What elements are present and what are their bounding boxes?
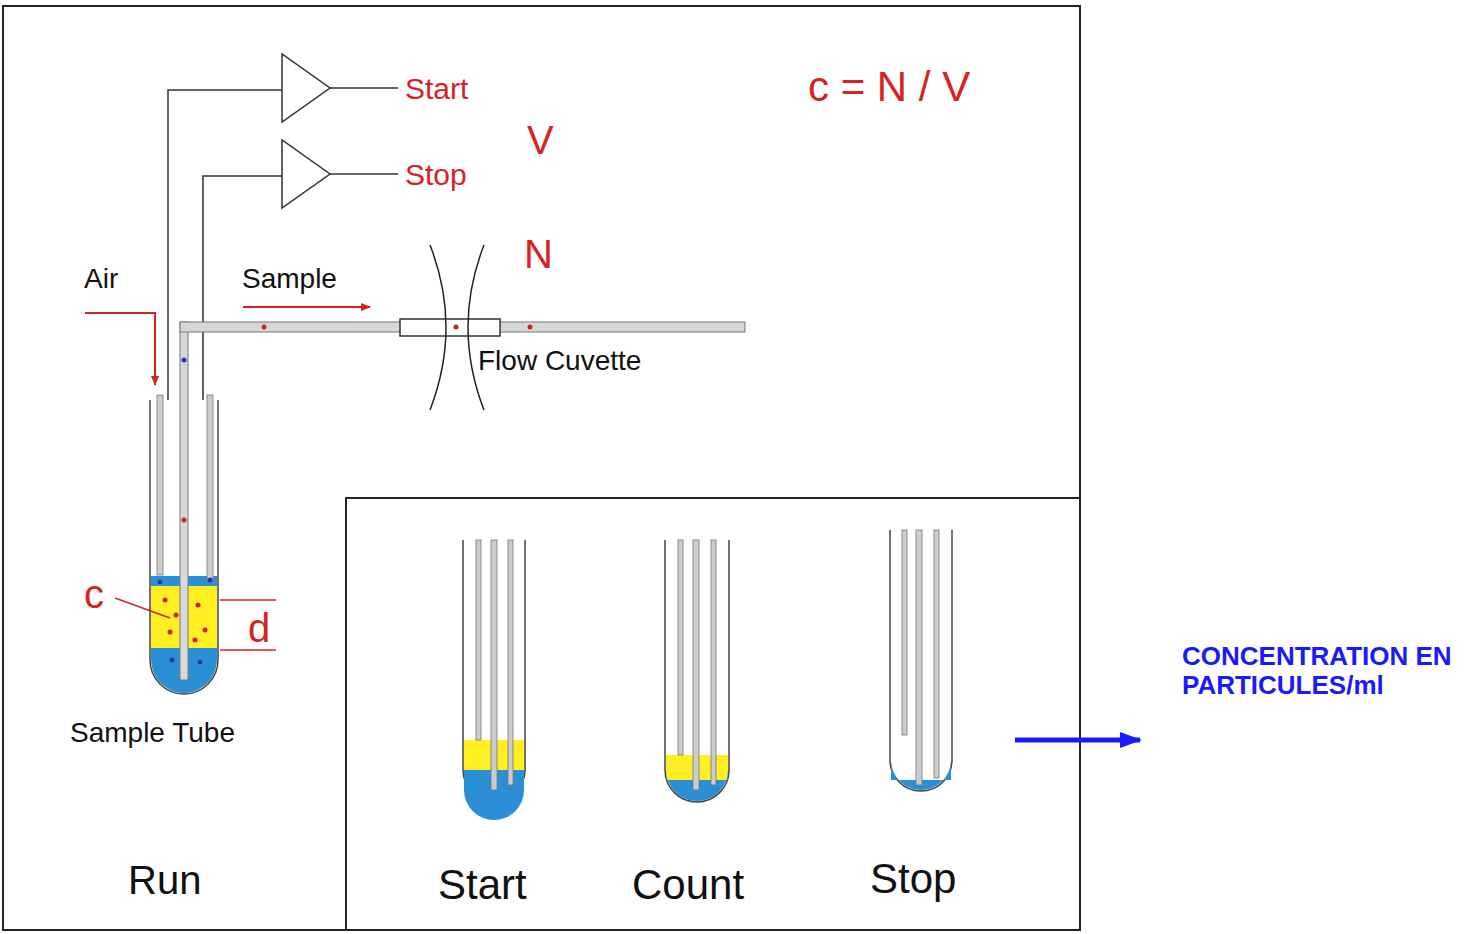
start-amplifier <box>282 54 330 122</box>
inset-panel <box>346 498 1080 930</box>
result-note: CONCENTRATION EN PARTICULES/ml <box>1182 642 1454 699</box>
sample-arrow <box>243 306 370 308</box>
part-name: Air <box>84 264 118 295</box>
part-name: Flow Cuvette <box>478 346 641 377</box>
phase-name: Run <box>128 858 201 902</box>
signal-name: Stop <box>405 158 467 191</box>
count-tube <box>665 540 729 802</box>
part-name: Sample Tube <box>70 718 235 749</box>
result-arrow <box>1015 738 1140 743</box>
air-arrow <box>85 313 155 385</box>
dimension-label: d <box>248 606 270 650</box>
formula: c = N / V <box>808 64 970 110</box>
flow-cuvette <box>400 319 500 336</box>
part-name: Sample <box>242 264 337 295</box>
stop-amplifier <box>282 140 330 208</box>
volume-symbol: V <box>527 118 554 162</box>
c-leader <box>115 598 170 618</box>
phase-name: Count <box>632 862 744 908</box>
signal-name: Start <box>405 72 468 105</box>
start-tube <box>463 540 525 820</box>
concentration-symbol: c <box>84 572 104 616</box>
outer-frame <box>3 6 1080 930</box>
count-symbol: N <box>524 232 553 276</box>
stop-tube <box>890 530 952 791</box>
phase-name: Stop <box>870 856 956 902</box>
phase-name: Start <box>438 862 527 908</box>
